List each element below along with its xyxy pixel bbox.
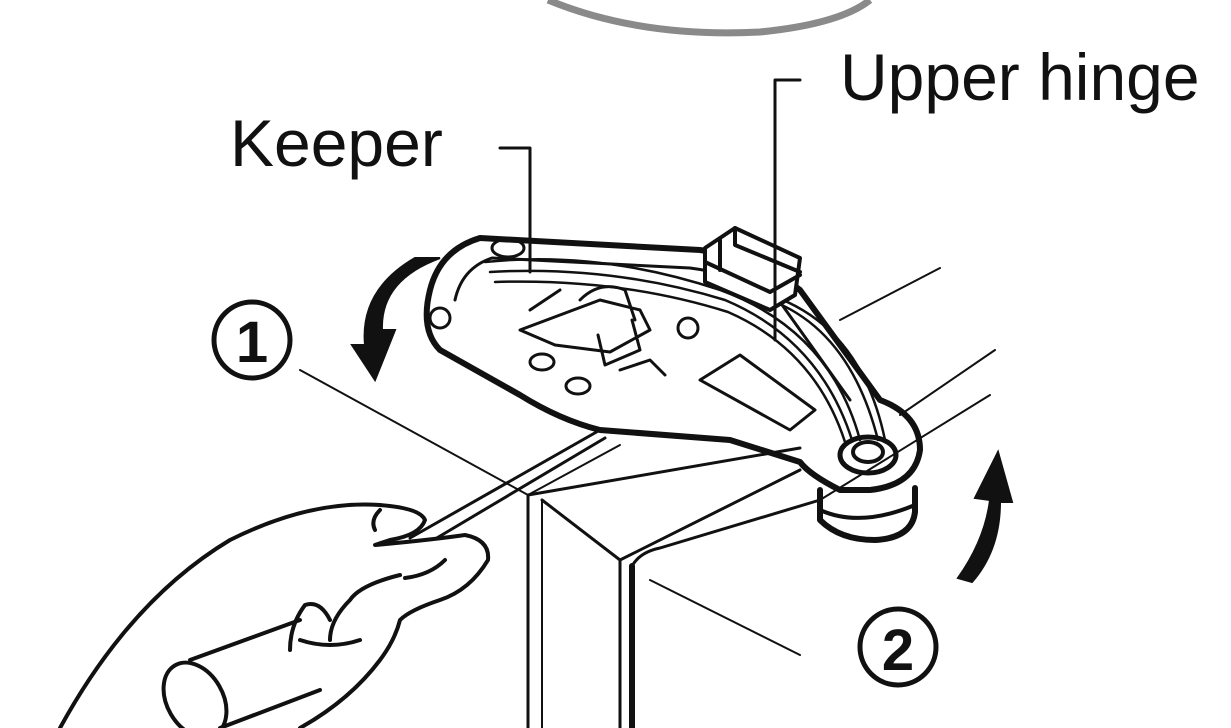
keeper-label: Keeper: [230, 106, 443, 180]
curved-arrow-up-icon: [956, 449, 1014, 584]
keeper-leader-line: [498, 146, 532, 274]
refrigerator-cabinet: [299, 267, 996, 728]
upper-hinge-leader-line: [773, 78, 802, 342]
keeper: [518, 285, 667, 377]
upper-hinge: [423, 235, 923, 543]
step-1-marker: 1: [211, 299, 293, 381]
upper-hinge-label: Upper hinge: [840, 40, 1200, 114]
screwdriver: [408, 428, 607, 550]
hand: [58, 502, 491, 728]
magnifier-circle-arc: [546, 0, 873, 37]
step-2-number: 2: [882, 618, 914, 683]
step-2-marker: 2: [857, 606, 939, 688]
curved-arrow-counterclockwise-icon: [350, 257, 441, 383]
wire-harness: [483, 258, 887, 444]
step-1-number: 1: [236, 310, 268, 375]
